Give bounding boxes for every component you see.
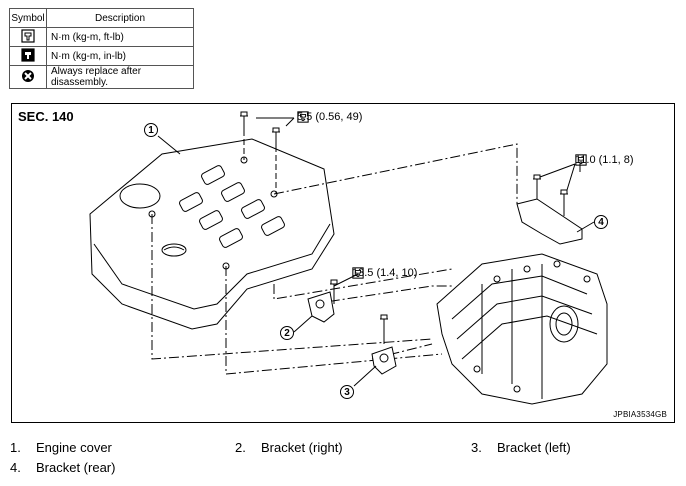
torque-value: 11.0 (1.1, 8) [575, 154, 634, 166]
section-label: SEC. 140 [18, 109, 74, 124]
legend-header-description: Description [46, 8, 194, 28]
legend-row-2-symbol [9, 46, 47, 66]
exploded-view-drawing [89, 111, 608, 405]
torque-wrench-icon [21, 28, 35, 43]
symbol-legend-table: Symbol Description N·m (kg-m, ft-lb) N·m… [9, 8, 194, 89]
callout-1: 1 [144, 123, 158, 137]
torque-spec-cover-bolts: 5.5 (0.56, 49) [297, 111, 362, 123]
cover-bolts [240, 111, 295, 194]
figure-id: JPBIA3534GB [613, 410, 667, 419]
list-item: 3. Bracket (left) [471, 440, 571, 455]
part-name: Bracket (rear) [36, 460, 116, 475]
legend-header-symbol: Symbol [9, 8, 47, 28]
torque-wrench-filled-icon [21, 47, 35, 62]
torque-spec-side-brackets: 13.5 (1.4, 10) [352, 267, 417, 279]
torque-wrench-icon [575, 154, 587, 166]
part-number: 2. [235, 440, 246, 455]
engine-cover-drawing [89, 138, 335, 330]
torque-value: 13.5 (1.4, 10) [352, 267, 418, 279]
replace-x-icon [22, 69, 34, 82]
legend-row-3-description: Always replace after disassembly. [46, 65, 194, 89]
assembly-lines [151, 143, 518, 375]
callout-3: 3 [340, 385, 354, 399]
list-item: 4. Bracket (rear) [10, 460, 115, 475]
list-item: 2. Bracket (right) [235, 440, 343, 455]
list-item: 1. Engine cover [10, 440, 112, 455]
torque-wrench-icon [297, 111, 309, 123]
bracket-left-drawing [371, 314, 397, 375]
bracket-right-drawing [307, 279, 338, 323]
part-number: 4. [10, 460, 21, 475]
legend-row-2-description: N·m (kg-m, in-lb) [46, 46, 194, 66]
torque-spec-rear-bracket: 11.0 (1.1, 8) [575, 154, 634, 166]
part-number: 1. [10, 440, 21, 455]
legend-row-3-symbol [9, 65, 47, 89]
bracket-rear-drawing [516, 163, 583, 245]
callout-leaders [157, 135, 595, 387]
legend-row-1-description: N·m (kg-m, ft-lb) [46, 27, 194, 47]
part-name: Bracket (right) [261, 440, 343, 455]
legend-row-1-symbol [9, 27, 47, 47]
torque-wrench-icon [352, 267, 364, 279]
part-name: Bracket (left) [497, 440, 571, 455]
callout-2: 2 [280, 326, 294, 340]
torque-value: 5.5 (0.56, 49) [297, 111, 363, 123]
exploded-diagram: SEC. 140 5.5 (0.56, 49) 11.0 (1.1, 8) 13… [11, 103, 675, 423]
part-name: Engine cover [36, 440, 112, 455]
intake-manifold-drawing [436, 253, 608, 405]
part-number: 3. [471, 440, 482, 455]
callout-4: 4 [594, 215, 608, 229]
